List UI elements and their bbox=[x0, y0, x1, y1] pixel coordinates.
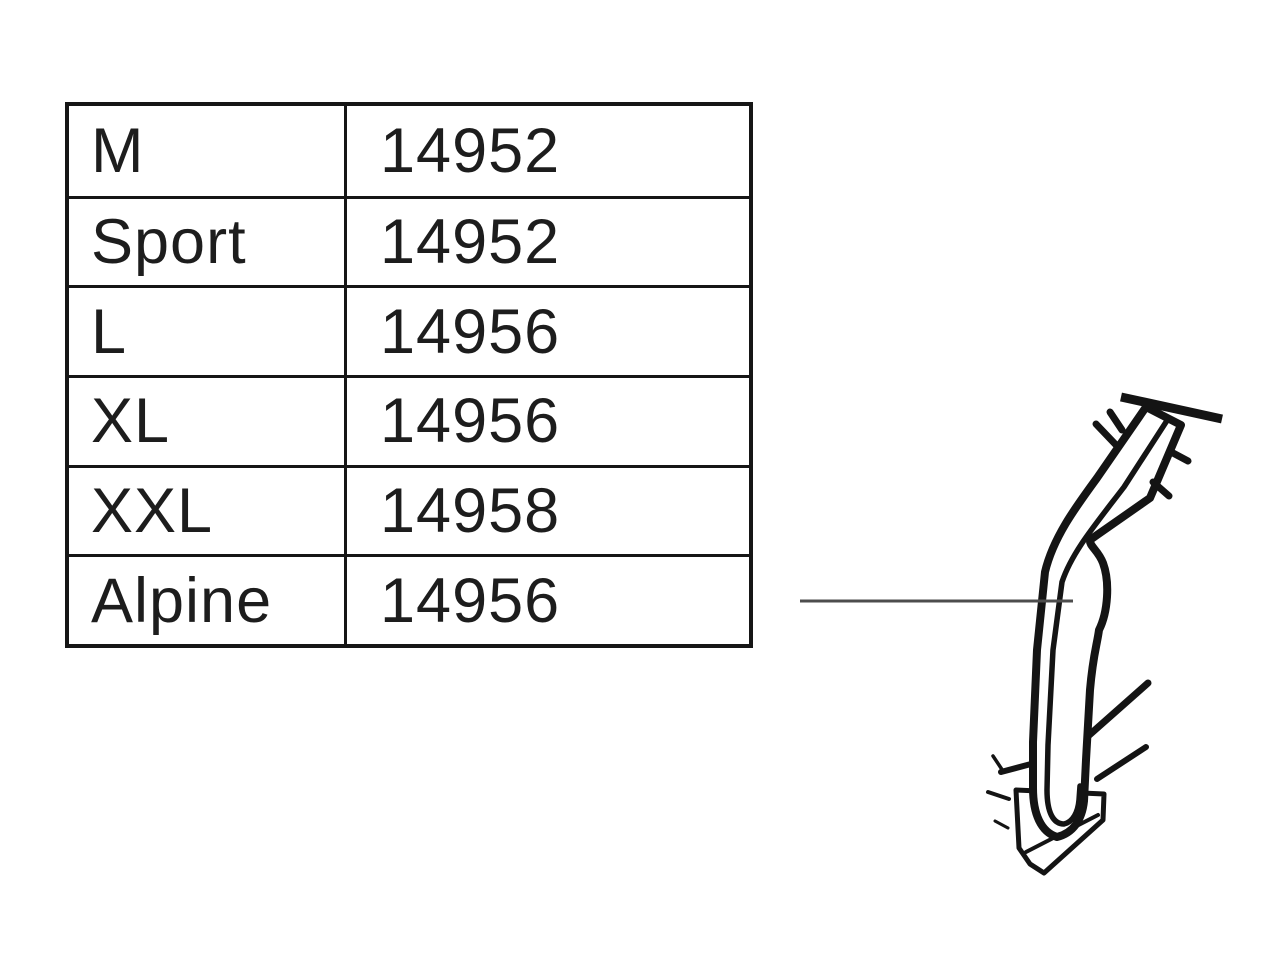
part-number: 14956 bbox=[344, 377, 749, 465]
size-label: M bbox=[91, 115, 145, 186]
table-row: M 14952 bbox=[69, 106, 749, 196]
table-row: Sport 14952 bbox=[69, 195, 749, 286]
part-number: 14952 bbox=[344, 198, 749, 286]
table-row: Alpine 14956 bbox=[69, 554, 749, 644]
size-label: XXL bbox=[91, 475, 214, 546]
part-number: 14956 bbox=[344, 557, 749, 644]
strap-body bbox=[1029, 403, 1185, 841]
size-label: XL bbox=[91, 386, 171, 457]
cross-tube-lower bbox=[986, 744, 1149, 801]
size-label: L bbox=[91, 296, 128, 367]
strap-inner-ridge bbox=[1044, 416, 1171, 827]
table-row: L 14956 bbox=[69, 285, 749, 375]
top-crossbar bbox=[1120, 392, 1223, 424]
flex-dashes bbox=[1092, 408, 1192, 500]
part-number: 14956 bbox=[344, 288, 749, 375]
size-label: Sport bbox=[91, 206, 247, 277]
size-label: Alpine bbox=[91, 565, 273, 636]
parts-table: M 14952 Sport 14952 L 14956 XL 14956 XXL… bbox=[65, 102, 753, 648]
cross-tube-upper bbox=[991, 679, 1152, 775]
part-number: 14958 bbox=[344, 467, 749, 555]
table-row: XL 14956 bbox=[69, 374, 749, 465]
part-number: 14952 bbox=[344, 106, 749, 196]
table-row: XXL 14958 bbox=[69, 464, 749, 555]
